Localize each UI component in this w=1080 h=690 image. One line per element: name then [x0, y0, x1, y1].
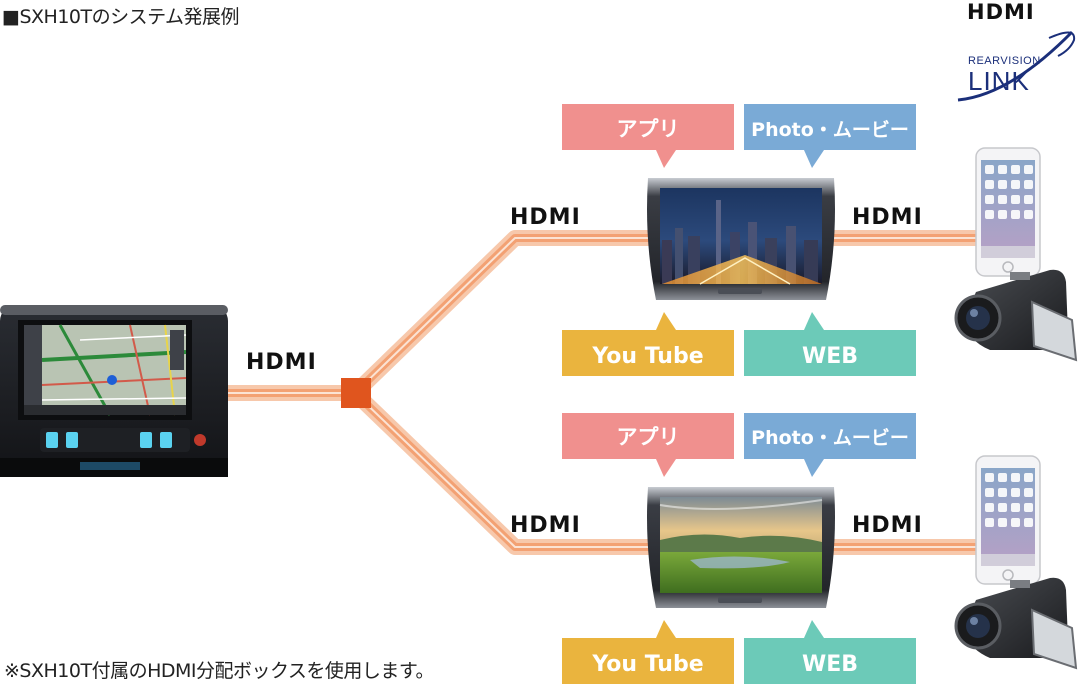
- hdmi-label-lower-left: HDMI: [510, 513, 581, 538]
- rear-monitor-upper: [647, 178, 835, 300]
- nav-controls: [0, 428, 228, 477]
- feature-label-app-upper: アプリ: [617, 117, 680, 141]
- rearvision-link-logo: REARVISION LINK: [957, 30, 1076, 102]
- hdmi-cables: [220, 230, 993, 555]
- main-navigation-unit: [0, 305, 228, 477]
- feature-label-youtube-upper: You Tube: [591, 344, 703, 369]
- meadow-landscape-image: [659, 499, 823, 593]
- hdmi-splitter-box: [341, 378, 371, 408]
- feature-label-web-lower: WEB: [802, 652, 858, 677]
- hdmi-label-lower-right: HDMI: [852, 513, 923, 538]
- feature-box-photo-lower: Photo・ムービー: [744, 413, 916, 477]
- hdmi-label-upper-left: HDMI: [510, 205, 581, 230]
- cable-splitter-to-lower: [347, 385, 656, 555]
- link-text: LINK: [968, 66, 1030, 96]
- rear-monitor-lower: [647, 487, 835, 608]
- smartphone-lower: [975, 455, 1041, 585]
- nav-map-screen: [24, 324, 187, 416]
- feature-label-photo-upper: Photo・ムービー: [751, 119, 909, 141]
- lower-monitor-group: アプリ Photo・ムービー You Tube WEB: [562, 413, 1078, 684]
- rearvision-text: REARVISION: [968, 55, 1041, 67]
- feature-label-youtube-lower: You Tube: [591, 652, 703, 677]
- footnote: ※SXH10T付属のHDMI分配ボックスを使用します。: [4, 660, 435, 682]
- smartphone-upper: [975, 147, 1041, 277]
- feature-box-app-upper: アプリ: [562, 104, 734, 168]
- upper-monitor-group: アプリ Photo・ムービー You Tube WEB: [562, 104, 1078, 376]
- camcorder-upper: [954, 269, 1078, 362]
- feature-box-web-upper: WEB: [744, 312, 916, 376]
- feature-label-app-lower: アプリ: [617, 425, 680, 449]
- page-title: ■SXH10Tのシステム発展例: [2, 6, 240, 28]
- feature-box-youtube-upper: You Tube: [562, 312, 734, 376]
- hdmi-logo: HDMI: [967, 0, 1035, 24]
- city-night-image: [662, 200, 822, 285]
- hdmi-label-main: HDMI: [246, 350, 317, 375]
- feature-box-web-lower: WEB: [744, 620, 916, 684]
- cable-splitter-to-upper: [347, 230, 656, 401]
- feature-box-app-lower: アプリ: [562, 413, 734, 477]
- feature-label-web-upper: WEB: [802, 344, 858, 369]
- feature-box-photo-upper: Photo・ムービー: [744, 104, 916, 168]
- camcorder-lower: [954, 577, 1078, 670]
- feature-box-youtube-lower: You Tube: [562, 620, 734, 684]
- hdmi-label-upper-right: HDMI: [852, 205, 923, 230]
- feature-label-photo-lower: Photo・ムービー: [751, 427, 909, 449]
